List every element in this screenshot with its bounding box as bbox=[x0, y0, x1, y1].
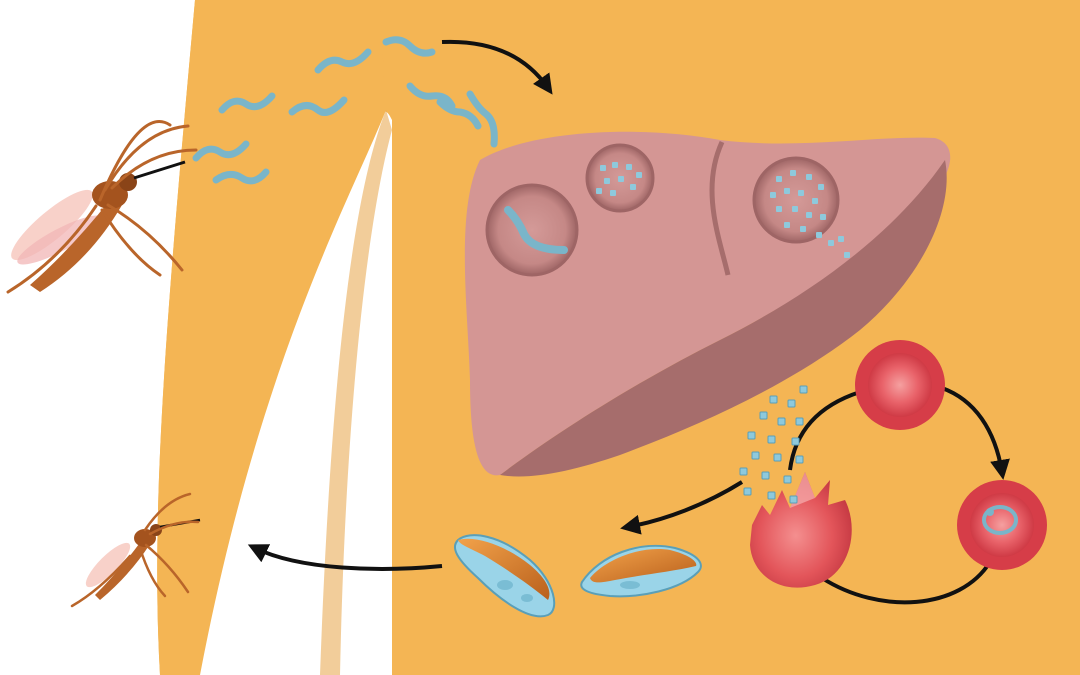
cycle-arc-top-right bbox=[941, 386, 1010, 480]
liver-schizont-bursting-icon bbox=[752, 156, 850, 258]
arm-shadow bbox=[320, 110, 392, 675]
liver-underside bbox=[500, 160, 947, 477]
arrow-to-mosquito bbox=[247, 544, 443, 571]
liver-fissure bbox=[709, 140, 731, 276]
mosquito-biting-icon bbox=[6, 120, 198, 294]
merozoites-icon bbox=[739, 385, 808, 504]
healthy-red-blood-cell-icon bbox=[855, 340, 945, 430]
cycle-arc-bottom bbox=[820, 560, 992, 605]
gametocyte-left bbox=[453, 534, 556, 618]
cycle-arc-left bbox=[788, 390, 861, 471]
schizont-icon bbox=[585, 143, 655, 213]
arrow-to-liver bbox=[441, 39, 553, 95]
arrow-to-gametocytes bbox=[620, 480, 744, 535]
sporozoites-icon bbox=[192, 36, 498, 185]
mosquito-feeding-icon bbox=[70, 492, 201, 608]
infected-hepatocyte-icon bbox=[485, 183, 579, 277]
gametocytes-icon bbox=[453, 534, 702, 618]
ring-stage-red-blood-cell-icon bbox=[957, 480, 1047, 570]
body-arm bbox=[157, 0, 386, 675]
red-blood-cell-cycle-icon bbox=[750, 340, 1047, 605]
gametocyte-right bbox=[580, 544, 702, 598]
